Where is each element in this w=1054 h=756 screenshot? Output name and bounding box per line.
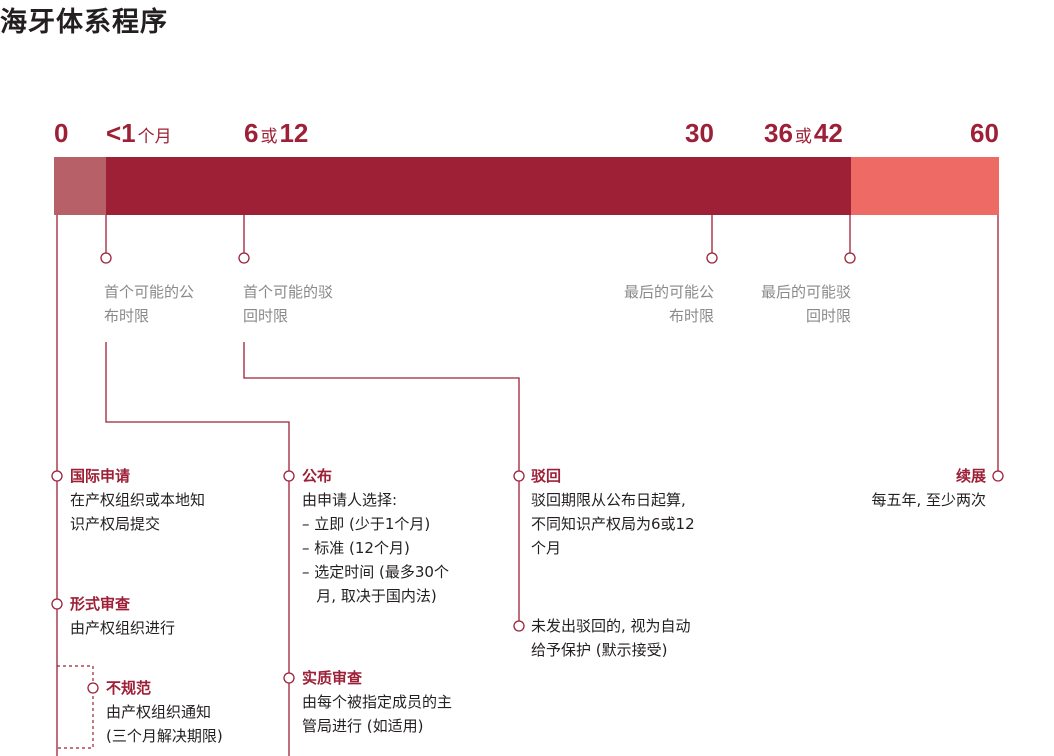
publication-line-1: 由申请人选择: [302, 491, 398, 509]
tick-4-unit: 或 [794, 127, 812, 146]
renewal-title: 续展 [955, 467, 986, 485]
timeline-bar-main-segment [106, 157, 851, 215]
renewal-line-1: 每五年, 至少两次 [871, 491, 986, 509]
milestone-first-refusal-label: 首个可能的驳 回时限 [243, 280, 333, 328]
renewal-circle [992, 470, 1004, 482]
refusal-circle [513, 470, 525, 482]
tick-3-num: 30 [685, 118, 714, 148]
substantive-examination-line-1: 由每个被指定成员的主 [302, 693, 453, 711]
international-application-line-2: 识产权局提交 [70, 515, 161, 533]
publication-connector [105, 342, 290, 756]
tick-1-unit: 个月 [137, 127, 172, 146]
milestone-3-line-2: 布时限 [668, 307, 714, 325]
formal-examination-line-1: 由产权组织进行 [70, 619, 176, 637]
page-title: 海牙体系程序 [0, 7, 168, 38]
milestone-3-circle [706, 252, 718, 264]
irregularity-line-2: (三个月解决期限) [106, 727, 223, 745]
refusal-line-3: 个月 [531, 539, 562, 557]
no-refusal-circle [513, 620, 525, 632]
international-application-circle [51, 470, 63, 482]
timeline-bar-end-segment [851, 157, 999, 215]
publication-line-2: – 立即 (少于1个月) [302, 515, 431, 533]
tick-4-num2: 42 [813, 118, 843, 148]
event-renewal: 续展 每五年, 至少两次 [871, 464, 986, 512]
refusal-line-1: 驳回期限从公布日起算, [531, 491, 686, 509]
publication-line-5: 月, 取决于国内法) [302, 587, 437, 605]
refusal-connector [243, 342, 520, 622]
tick-1-num: <1 [106, 118, 136, 148]
event-refusal: 驳回 驳回期限从公布日起算, 不同知识产权局为6或12 个月 [531, 464, 695, 560]
refusal-line-2: 不同知识产权局为6或12 [531, 515, 695, 533]
substantive-examination-line-2: 管局进行 (如适用) [302, 717, 424, 735]
milestone-2-line-2: 回时限 [243, 307, 289, 325]
tick-2-unit: 或 [260, 127, 278, 146]
irregularity-circle [87, 682, 99, 694]
international-application-line-1: 在产权组织或本地知 [70, 491, 206, 509]
milestone-3-line-1: 最后的可能公 [623, 283, 714, 301]
event-substantive-examination: 实质审查 由每个被指定成员的主 管局进行 (如适用) [302, 666, 452, 738]
publication-circle [283, 470, 295, 482]
milestone-4-line-1: 最后的可能驳 [760, 283, 851, 301]
tick-30: 30 [685, 116, 714, 150]
milestone-2-line-1: 首个可能的驳 [243, 283, 334, 301]
international-application-title: 国际申请 [70, 467, 131, 485]
milestone-1-line-1: 首个可能的公 [104, 283, 195, 301]
publication-line-3: – 标准 (12个月) [302, 539, 410, 557]
formal-examination-title: 形式审查 [70, 595, 131, 613]
event-formal-examination: 形式审查 由产权组织进行 [70, 592, 175, 640]
milestone-1-circle [100, 252, 112, 264]
milestone-last-refusal-label: 最后的可能驳 回时限 [761, 280, 851, 328]
publication-line-4: – 选定时间 (最多30个 [302, 563, 449, 581]
milestone-4-line-2: 回时限 [805, 307, 851, 325]
milestone-4-circle [844, 252, 856, 264]
event-international-application: 国际申请 在产权组织或本地知 识产权局提交 [70, 464, 205, 536]
refusal-title: 驳回 [531, 467, 562, 485]
tick-5-num: 60 [970, 118, 999, 148]
tick-0: 0 [54, 116, 68, 150]
event-irregularity: 不规范 由产权组织通知 (三个月解决期限) [106, 676, 223, 748]
event-no-refusal: 未发出驳回的, 视为自动 给予保护 (默示接受) [531, 614, 691, 662]
tick-2-num2: 12 [279, 118, 309, 148]
no-refusal-line-2: 给予保护 (默示接受) [531, 641, 668, 659]
tick-2-num: 6 [244, 118, 259, 148]
irregularity-title: 不规范 [106, 679, 152, 697]
irregularity-line-1: 由产权组织通知 [106, 703, 212, 721]
no-refusal-line-1: 未发出驳回的, 视为自动 [531, 617, 691, 635]
tick-0-num: 0 [54, 118, 69, 148]
milestone-2-circle [238, 252, 250, 264]
milestone-first-publication-label: 首个可能的公 布时限 [104, 280, 194, 328]
publication-title: 公布 [302, 467, 333, 485]
tick-60: 60 [970, 116, 999, 150]
substantive-examination-title: 实质审查 [302, 669, 363, 687]
timeline-bar-start-segment [54, 157, 106, 215]
irregularity-bracket [57, 665, 94, 749]
substantive-examination-circle [283, 672, 295, 684]
milestone-last-publication-label: 最后的可能公 布时限 [624, 280, 714, 328]
event-publication: 公布 由申请人选择: – 立即 (少于1个月) – 标准 (12个月) – 选定… [302, 464, 449, 608]
milestone-1-line-2: 布时限 [104, 307, 150, 325]
tick-4-num: 36 [764, 118, 793, 148]
formal-examination-circle [51, 598, 63, 610]
